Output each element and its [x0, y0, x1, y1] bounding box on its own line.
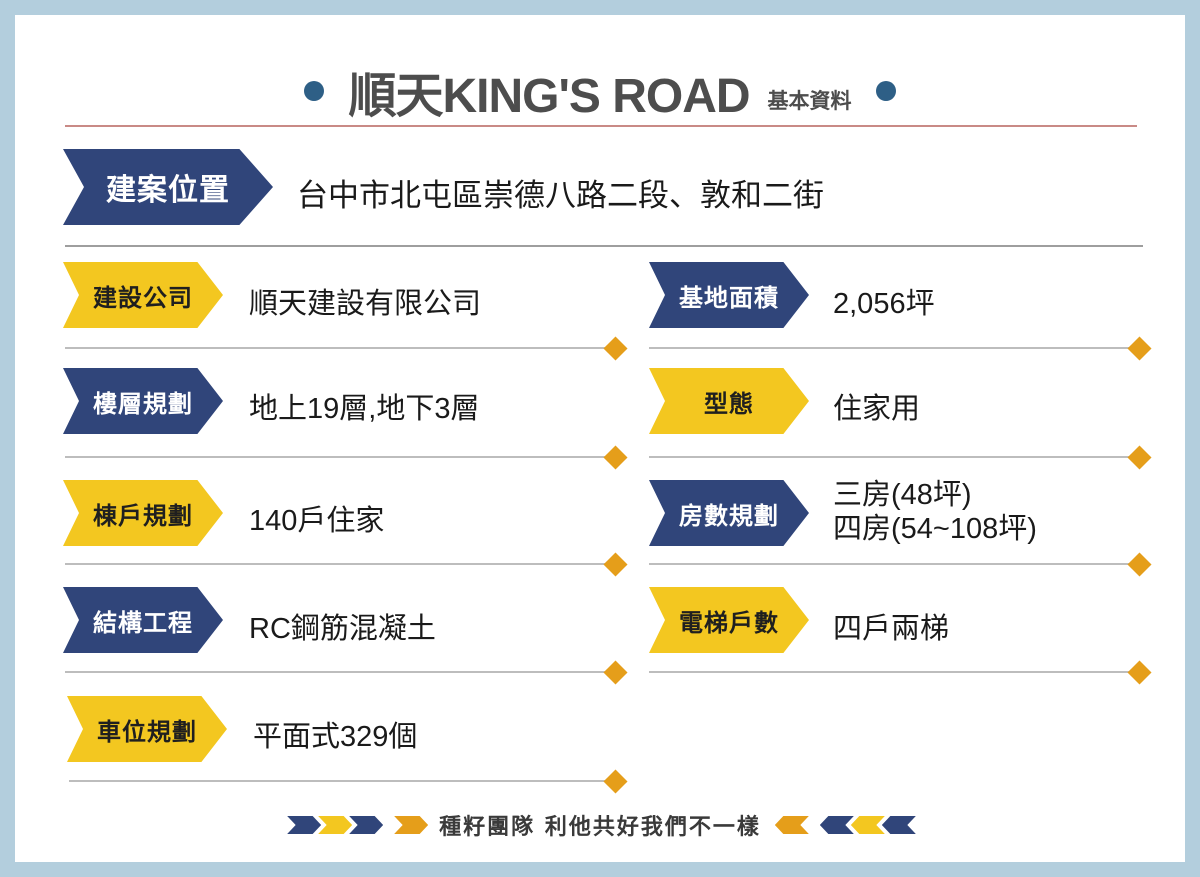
chevron-left-icon [819, 816, 854, 834]
diamond-icon [603, 769, 628, 794]
footer-slogan: 種籽團隊 利他共好我們不一樣 [439, 814, 761, 840]
floors-label: 樓層規劃 [63, 368, 223, 434]
elevator-value: 四戶兩梯 [833, 613, 950, 645]
structure-label: 結構工程 [63, 587, 223, 653]
chevron-right-icon [287, 816, 322, 834]
diamond-icon [1127, 552, 1152, 577]
row-divider [649, 456, 1139, 458]
chevron-left-icon [774, 816, 809, 834]
room-plan-line-2: 四房(54~108坪) [833, 513, 1037, 545]
location-value: 台中市北屯區崇德八路二段、敦和二街 [297, 178, 824, 213]
row-divider [649, 347, 1139, 349]
diamond-icon [1127, 445, 1152, 470]
developer-label: 建設公司 [63, 262, 223, 328]
chevron-right-icon [349, 816, 384, 834]
location-label: 建案位置 [63, 149, 273, 225]
developer-value: 順天建設有限公司 [249, 288, 482, 320]
diamond-icon [603, 660, 628, 685]
page-subtitle: 基本資料 [767, 89, 852, 113]
bullet-dot-icon [875, 81, 896, 101]
row-divider [65, 671, 615, 673]
row-divider [65, 347, 615, 349]
parking-label: 車位規劃 [67, 696, 227, 762]
info-card: 順天KING'S ROAD 基本資料 建案位置 台中市北屯區崇德八路二段、敦和二… [15, 15, 1185, 862]
chevron-left-icon [881, 816, 916, 834]
title-row: 順天KING'S ROAD 基本資料 [15, 59, 1185, 123]
structure-value: RC鋼筋混凝土 [249, 613, 436, 645]
row-divider [649, 563, 1139, 565]
type-value: 住家用 [833, 393, 921, 425]
diamond-icon [1127, 660, 1152, 685]
room-plan-line-1: 三房(48坪) [833, 479, 972, 511]
type-label: 型態 [649, 368, 809, 434]
row-divider [69, 780, 615, 782]
location-divider [65, 245, 1143, 247]
room-plan-value: 三房(48坪) 四房(54~108坪) [833, 478, 1037, 546]
site-area-label: 基地面積 [649, 262, 809, 328]
room-plan-label: 房數規劃 [649, 480, 809, 546]
diamond-icon [1127, 336, 1152, 361]
diamond-icon [603, 336, 628, 361]
units-label: 棟戶規劃 [63, 480, 223, 546]
site-area-value: 2,056坪 [833, 288, 935, 320]
floors-value: 地上19層,地下3層 [249, 393, 480, 425]
row-divider [649, 671, 1139, 673]
chevron-right-icon [318, 816, 353, 834]
title-divider [65, 125, 1137, 127]
row-divider [65, 563, 615, 565]
chevron-right-icon [394, 816, 429, 834]
page-title: 順天KING'S ROAD [348, 70, 750, 123]
parking-value: 平面式329個 [253, 721, 418, 753]
diamond-icon [603, 445, 628, 470]
diamond-icon [603, 552, 628, 577]
footer: 種籽團隊 利他共好我們不一樣 [15, 810, 1185, 840]
row-divider [65, 456, 615, 458]
chevron-left-icon [850, 816, 885, 834]
bullet-dot-icon [304, 81, 325, 101]
elevator-label: 電梯戶數 [649, 587, 809, 653]
units-value: 140戶住家 [249, 505, 385, 537]
